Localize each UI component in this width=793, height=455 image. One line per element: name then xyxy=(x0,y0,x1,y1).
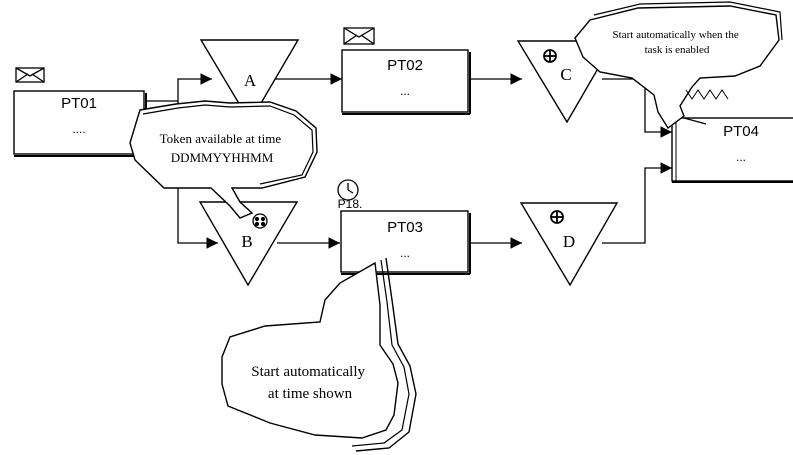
timer-label: P18. xyxy=(338,197,363,211)
transition-d-label: D xyxy=(563,232,575,251)
transition-b-label: B xyxy=(241,232,252,251)
task-pt01-sub: .... xyxy=(72,122,85,136)
envelope-icon xyxy=(343,27,375,45)
task-pt03-name: PT03 xyxy=(387,219,423,236)
callout-auto-time-text: Start automatically at time shown xyxy=(251,364,368,402)
task-pt02-name: PT02 xyxy=(387,57,423,74)
token-trigger-icon xyxy=(252,213,268,229)
callout-auto-time: Start automatically at time shown xyxy=(221,257,417,452)
edge-c-pt04 xyxy=(602,78,672,138)
transition-b[interactable]: B xyxy=(198,201,299,287)
edge-pt01-a xyxy=(145,73,212,102)
task-pt04-name: PT04 xyxy=(723,123,759,140)
transition-a[interactable]: A xyxy=(199,39,300,124)
transition-c-label: C xyxy=(560,65,571,84)
clock-icon xyxy=(337,179,359,201)
callout-auto-enabled-text: Start automatically when the task is ena… xyxy=(613,29,742,56)
callout-token-time-text: Token available at time DDMMYYHHMM xyxy=(160,131,285,165)
task-pt01[interactable]: PT01 .... xyxy=(13,90,147,157)
task-pt04-sub: ... xyxy=(736,150,746,164)
task-pt03-sub: ... xyxy=(400,246,410,260)
edge-d-pt04 xyxy=(602,162,672,244)
task-pt03[interactable]: PT03 ... xyxy=(340,210,471,275)
task-pt04[interactable]: PT04 ... xyxy=(671,117,793,183)
task-pt02[interactable]: PT02 ... xyxy=(341,49,471,115)
envelope-icon xyxy=(15,67,45,83)
auto-trigger-icon xyxy=(550,210,564,224)
callout-token-time: Token available at time DDMMYYHHMM xyxy=(129,100,318,219)
transition-d[interactable]: D xyxy=(519,202,619,287)
callout-auto-enabled: Start automatically when the task is ena… xyxy=(574,1,783,130)
task-pt02-sub: ... xyxy=(400,84,410,98)
transition-a-label: A xyxy=(244,71,257,90)
task-pt01-name: PT01 xyxy=(61,95,97,112)
auto-trigger-icon xyxy=(543,49,557,63)
